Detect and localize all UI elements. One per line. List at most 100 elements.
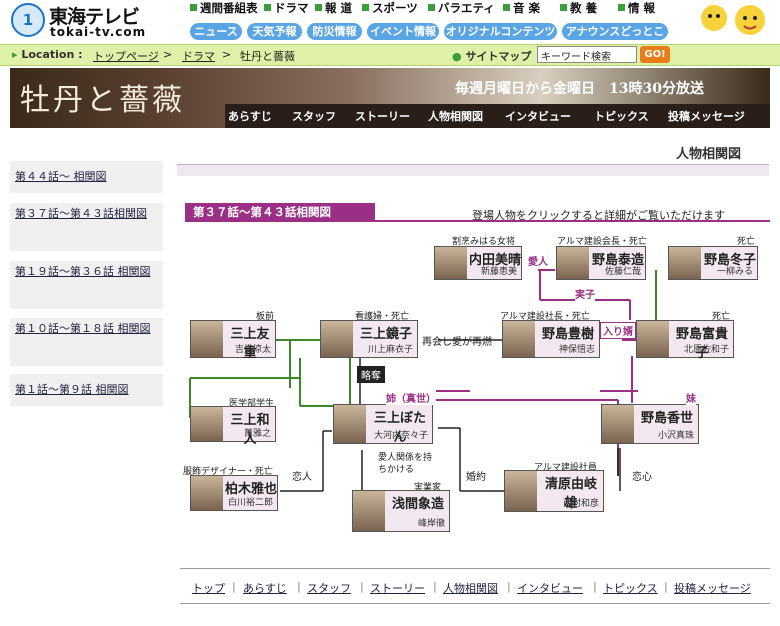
role-kazuto: 医学部学生 xyxy=(229,399,275,409)
person-kyoko[interactable]: 三上鏡子川上麻衣子 xyxy=(320,320,418,358)
person-name: 柏木雅也 xyxy=(225,482,278,497)
footer-link-interview[interactable]: インタビュー xyxy=(517,582,583,595)
pill-original-content[interactable]: オリジナルコンテンツ xyxy=(444,23,557,40)
program-nav-message[interactable]: 投稿メッセージ xyxy=(668,110,745,123)
rel-konyaku: 婚約 xyxy=(466,472,486,483)
global-nav-schedule[interactable]: 週間番組表 xyxy=(190,0,258,17)
global-nav-info[interactable]: 情 報 xyxy=(618,0,655,17)
footer-link-top[interactable]: トップ xyxy=(192,582,225,595)
bullet-icon xyxy=(190,4,197,11)
pill-disaster[interactable]: 防災情報 xyxy=(307,23,362,40)
bullet-dot-icon: ● xyxy=(452,50,466,63)
actor-name: 白川裕二郎 xyxy=(227,498,273,508)
role-toyoki: アルマ建設社長・死亡 xyxy=(500,312,590,322)
actor-name: 佐藤仁哉 xyxy=(604,267,641,277)
title-underline-bar xyxy=(177,164,769,176)
nameplate xyxy=(353,321,417,357)
person-masaya[interactable]: 柏木雅也白川裕二郎 xyxy=(190,475,278,511)
breadcrumb-top[interactable]: トップページ xyxy=(93,50,159,63)
portrait-icon xyxy=(334,405,366,443)
person-botan[interactable]: 三上ぼたん大河内奈々子 xyxy=(333,404,433,445)
global-nav-news[interactable]: 報 道 xyxy=(315,0,352,17)
person-tomoshige[interactable]: 三上友重吉満涼太 xyxy=(190,320,276,361)
actor-name: 一柳みる xyxy=(716,267,753,277)
bullet-icon xyxy=(618,4,625,11)
program-nav-relations[interactable]: 人物相関図 xyxy=(428,110,483,123)
role-uchida: 割烹みはる女将 xyxy=(452,237,516,247)
footer-sep: | xyxy=(507,580,511,593)
broadcast-schedule: 毎週月曜日から金曜日 13時30分放送 xyxy=(455,81,704,97)
person-name: 野島富貴子 xyxy=(675,327,728,361)
sidebar-item-ep10-18[interactable]: 第１０話～第１８話 相関図 xyxy=(10,318,163,366)
footer-link-message[interactable]: 投稿メッセージ xyxy=(674,582,751,595)
sidebar-item-ep44[interactable]: 第４４話～ 相関図 xyxy=(10,161,163,193)
mascot-icon xyxy=(701,5,765,35)
keyword-search-input[interactable]: キーワード検索 xyxy=(537,46,637,63)
person-shozo[interactable]: 浅間象造峰岸徹 xyxy=(352,490,450,532)
person-uchida[interactable]: 内田美晴新藤恵美 xyxy=(434,246,522,280)
person-name: 野島冬子 xyxy=(703,253,756,268)
actor-name: 川上麻衣子 xyxy=(367,345,413,355)
program-nav-story[interactable]: ストーリー xyxy=(355,110,410,123)
footer-link-story[interactable]: ストーリー xyxy=(370,582,425,595)
person-toyoki[interactable]: 野島豊樹神保悟志 xyxy=(502,320,600,358)
location-label: ▸ Location : xyxy=(12,48,83,61)
footer-link-staff[interactable]: スタッフ xyxy=(307,582,351,595)
person-name: 浅間象造 xyxy=(391,497,444,512)
footer-link-synopsis[interactable]: あらすじ xyxy=(243,582,287,595)
person-kazuto[interactable]: 三上和人萬雅之 xyxy=(190,406,276,447)
person-name: 三上友重 xyxy=(230,327,270,361)
nameplate xyxy=(634,405,698,443)
footer-link-relations[interactable]: 人物相関図 xyxy=(443,582,498,595)
global-nav-culture[interactable]: 教 養 xyxy=(560,0,597,17)
person-fukiko[interactable]: 野島富貴子北原佐和子 xyxy=(636,320,734,361)
search-go-button[interactable]: GO! xyxy=(640,46,670,63)
bullet-icon xyxy=(362,4,369,11)
footer-link-topics[interactable]: トピックス xyxy=(603,582,658,595)
rel-renbo: 恋心 xyxy=(632,472,652,483)
sidebar-item-ep1-9[interactable]: 第１話～第９話 相関図 xyxy=(10,374,163,406)
global-nav-sports[interactable]: スポーツ xyxy=(362,0,418,17)
pill-weather[interactable]: 天気予報 xyxy=(247,23,302,40)
nameplate xyxy=(701,247,757,279)
site-logo-text[interactable]: 東海テレビ xyxy=(49,6,140,28)
global-nav-drama[interactable]: ドラマ xyxy=(264,0,309,17)
sidebar-item-ep19-36[interactable]: 第１９話～第３６話 相関図 xyxy=(10,261,163,309)
pill-events[interactable]: イベント情報 xyxy=(367,23,439,40)
nameplate xyxy=(366,405,432,443)
global-nav-variety[interactable]: バラエティ xyxy=(428,0,495,17)
portrait-icon xyxy=(353,491,385,531)
footer-sep: | xyxy=(664,580,668,593)
rel-jitsuko: 実子 xyxy=(575,286,595,301)
footer-rule-top xyxy=(180,568,770,569)
program-nav-synopsis[interactable]: あらすじ xyxy=(228,110,272,123)
role-shozo: 実業家 xyxy=(414,483,442,493)
portrait-icon xyxy=(557,247,589,279)
rel-aijin: 愛人 xyxy=(528,253,548,268)
person-kayo[interactable]: 野島香世小沢真珠 xyxy=(601,404,699,444)
tokai-tv-logo-icon[interactable]: 1 xyxy=(11,3,45,37)
sitemap-link[interactable]: ● サイトマップ xyxy=(452,50,532,63)
global-nav-music[interactable]: 音 楽 xyxy=(503,0,540,17)
person-fuyuko[interactable]: 野島冬子一柳みる xyxy=(668,246,758,280)
program-nav-interview[interactable]: インタビュー xyxy=(505,110,571,123)
person-taizo[interactable]: 野島泰造佐藤仁哉 xyxy=(556,246,646,280)
nameplate xyxy=(589,247,645,279)
nameplate xyxy=(669,321,733,357)
pill-announcer[interactable]: アナウンスどっとこむ xyxy=(562,23,668,55)
portrait-icon xyxy=(435,247,467,279)
portrait-icon xyxy=(669,247,701,279)
role-kyoko: 看護婦・死亡 xyxy=(355,312,410,322)
person-yukio[interactable]: 清原由岐雄西村和彦 xyxy=(504,470,604,512)
program-nav-staff[interactable]: スタッフ xyxy=(292,110,336,123)
rel-imouto: 妹 xyxy=(686,390,696,405)
portrait-icon xyxy=(637,321,669,357)
program-nav-topics[interactable]: トピックス xyxy=(594,110,649,123)
program-nav-bar xyxy=(225,104,770,128)
breadcrumb-drama[interactable]: ドラマ xyxy=(182,50,215,63)
bullet-icon xyxy=(503,4,510,11)
sidebar-item-ep37-43[interactable]: 第３７話～第４３話相関図 xyxy=(10,203,163,251)
pill-news[interactable]: ニュース xyxy=(190,23,242,40)
breadcrumb-current: 牡丹と薔薇 xyxy=(240,50,295,63)
person-name: 野島泰造 xyxy=(591,253,644,268)
